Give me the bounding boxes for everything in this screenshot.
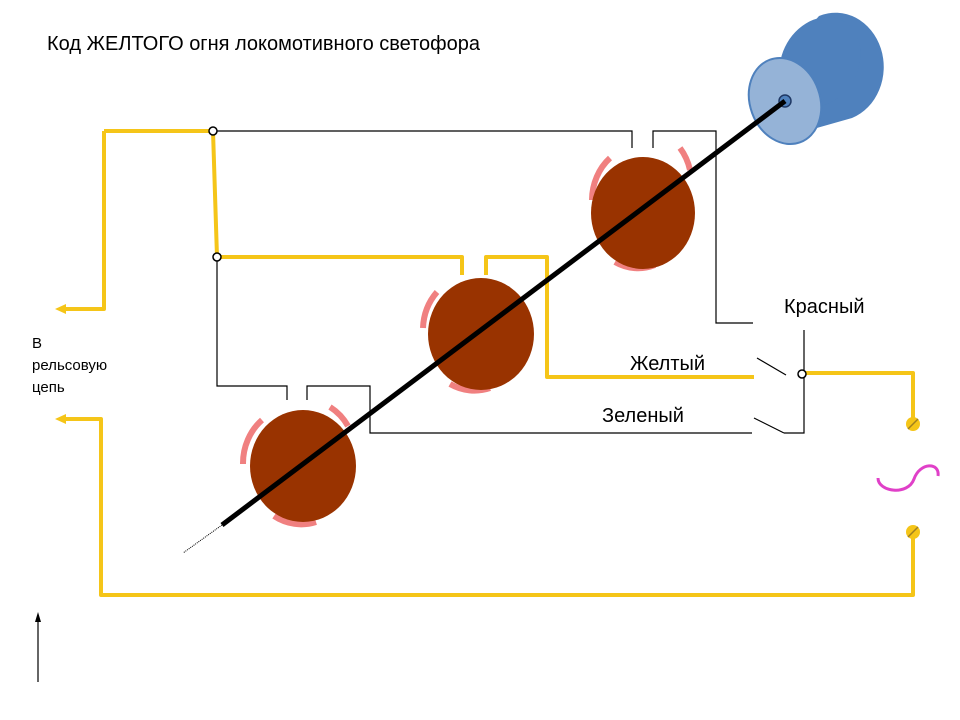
arrow-left-icon [55, 304, 66, 314]
shaft [220, 99, 787, 527]
contact-common-bus [784, 330, 805, 434]
coil-icon [876, 464, 940, 492]
junction-dot [208, 126, 218, 136]
terminal-bottom [906, 525, 920, 539]
cam-yellow-top [589, 146, 695, 272]
wire-left-vertical [216, 257, 288, 400]
rail-circuit-line: рельсовую [32, 357, 108, 374]
junction-dot [212, 252, 222, 262]
wire-top-red [213, 130, 633, 148]
wire-yellow-cam2 [484, 255, 754, 379]
wire-rail-out [64, 131, 106, 311]
arrow-left-icon [55, 414, 66, 424]
wire-rail-in [64, 417, 915, 597]
green-contact-blade [753, 417, 785, 434]
wire-red-return [652, 130, 753, 324]
junction-dot [797, 369, 807, 379]
black-wires [213, 130, 805, 434]
label-red: Красный [784, 296, 865, 318]
label-yellow: Желтый [630, 353, 706, 375]
rail-circuit-line: В [32, 335, 43, 352]
label-green: Зеленый [602, 405, 684, 427]
terminal-top [906, 417, 920, 431]
wire-coil-top [804, 371, 915, 424]
motor-icon [747, 12, 884, 146]
rail-circuit-label: В рельсовую цепь [32, 333, 107, 399]
diagram-title: Код ЖЕЛТОГО огня локомотивного светофора [47, 33, 480, 55]
shaft-tail [182, 524, 223, 554]
wire-green-cam [306, 385, 752, 434]
wire-yellow-top [104, 129, 464, 275]
red-contact-blade [756, 357, 787, 376]
rail-circuit-line: цепь [32, 379, 65, 396]
cam-yellow-middle [420, 278, 534, 394]
